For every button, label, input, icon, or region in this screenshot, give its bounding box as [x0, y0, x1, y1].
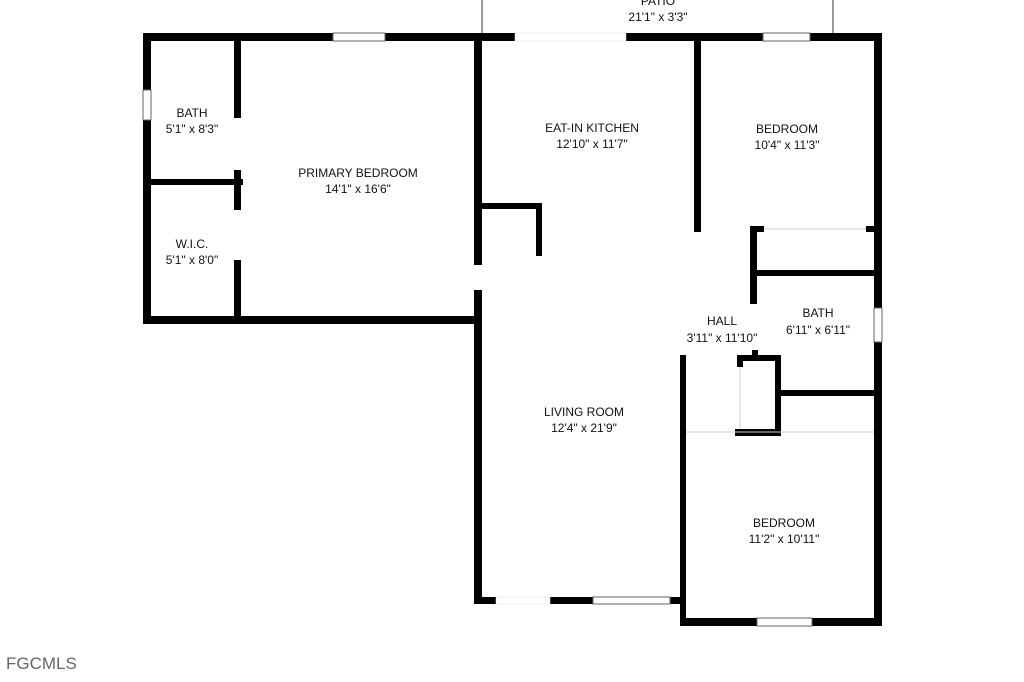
room-bedroom-2: BEDROOM 11'2" x 10'11"	[749, 516, 820, 546]
room-size: 10'4" x 11'3"	[755, 138, 820, 152]
room-size: 3'11" x 11'10"	[687, 331, 758, 345]
room-hall: HALL 3'11" x 11'10"	[687, 314, 758, 345]
room-name: HALL	[707, 314, 737, 328]
room-wic: W.I.C. 5'1" x 8'0"	[166, 237, 218, 267]
room-size: 5'1" x 8'3"	[166, 122, 218, 136]
windows-doors	[142, 32, 883, 627]
room-size: 5'1" x 8'0"	[166, 253, 218, 267]
room-kitchen: EAT-IN KITCHEN 12'10" x 11'7"	[545, 121, 639, 151]
room-size: 14'1" x 16'6"	[325, 182, 391, 196]
room-name: PATIO	[641, 0, 675, 8]
room-patio: PATIO 21'1" x 3'3"	[628, 0, 687, 24]
room-name: BATH	[176, 106, 207, 120]
room-size: 11'2" x 10'11"	[749, 532, 820, 546]
room-primary-bedroom: PRIMARY BEDROOM 14'1" x 16'6"	[298, 166, 418, 196]
room-name: EAT-IN KITCHEN	[545, 121, 639, 135]
room-name: W.I.C.	[176, 237, 209, 251]
room-name: BEDROOM	[756, 122, 818, 136]
room-name: BATH	[802, 306, 833, 320]
room-bedroom-1: BEDROOM 10'4" x 11'3"	[755, 122, 820, 152]
room-size: 12'4" x 21'9"	[551, 421, 617, 435]
room-size: 12'10" x 11'7"	[556, 137, 628, 151]
room-bath-primary: BATH 5'1" x 8'3"	[166, 106, 218, 136]
room-bath-2: BATH 6'11" x 6'11"	[786, 306, 850, 337]
room-size: 21'1" x 3'3"	[628, 10, 687, 24]
watermark: FGCMLS	[6, 654, 77, 673]
room-name: PRIMARY BEDROOM	[298, 166, 418, 180]
room-size: 6'11" x 6'11"	[786, 323, 850, 337]
room-name: BEDROOM	[753, 516, 815, 530]
room-living-room: LIVING ROOM 12'4" x 21'9"	[544, 405, 624, 435]
room-name: LIVING ROOM	[544, 405, 624, 419]
